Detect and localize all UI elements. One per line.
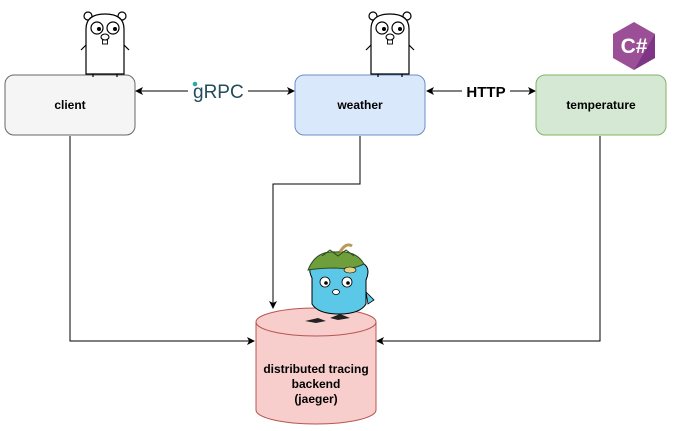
grpc-text: gRPC: [193, 82, 244, 103]
edge-client-backend: [69, 136, 255, 345]
temperature-label: temperature: [566, 98, 636, 112]
backend-node[interactable]: distributed tracing backend (jaeger): [255, 307, 377, 425]
csharp-logo-text: C#: [621, 35, 648, 58]
http-text: HTTP: [466, 84, 505, 101]
weather-box[interactable]: [294, 74, 426, 136]
csharp-logo-icon: C#: [613, 22, 655, 70]
http-label: HTTP: [462, 80, 510, 102]
backend-cylinder[interactable]: [255, 307, 377, 425]
client-box[interactable]: [4, 74, 136, 136]
weather-label: weather: [336, 98, 383, 112]
backend-label-line-3: (jaeger): [294, 392, 337, 406]
backend-label-line-2: backend: [292, 377, 341, 391]
go-gopher-icon: [80, 11, 130, 77]
grpc-dot-icon: [192, 81, 198, 87]
grpc-label: gRPC: [189, 78, 247, 103]
jaeger-gopher-mascot-icon: [305, 243, 375, 323]
temperature-node[interactable]: temperature: [535, 74, 667, 136]
backend-label-line-1: distributed tracing: [263, 362, 368, 376]
weather-node[interactable]: weather: [294, 74, 426, 136]
client-label: client: [54, 98, 85, 112]
edge-temperature-backend: [376, 136, 601, 345]
temperature-box[interactable]: [535, 74, 667, 136]
client-node[interactable]: client: [4, 74, 136, 136]
edge-weather-backend: [269, 136, 361, 309]
go-gopher-icon: [365, 11, 415, 77]
